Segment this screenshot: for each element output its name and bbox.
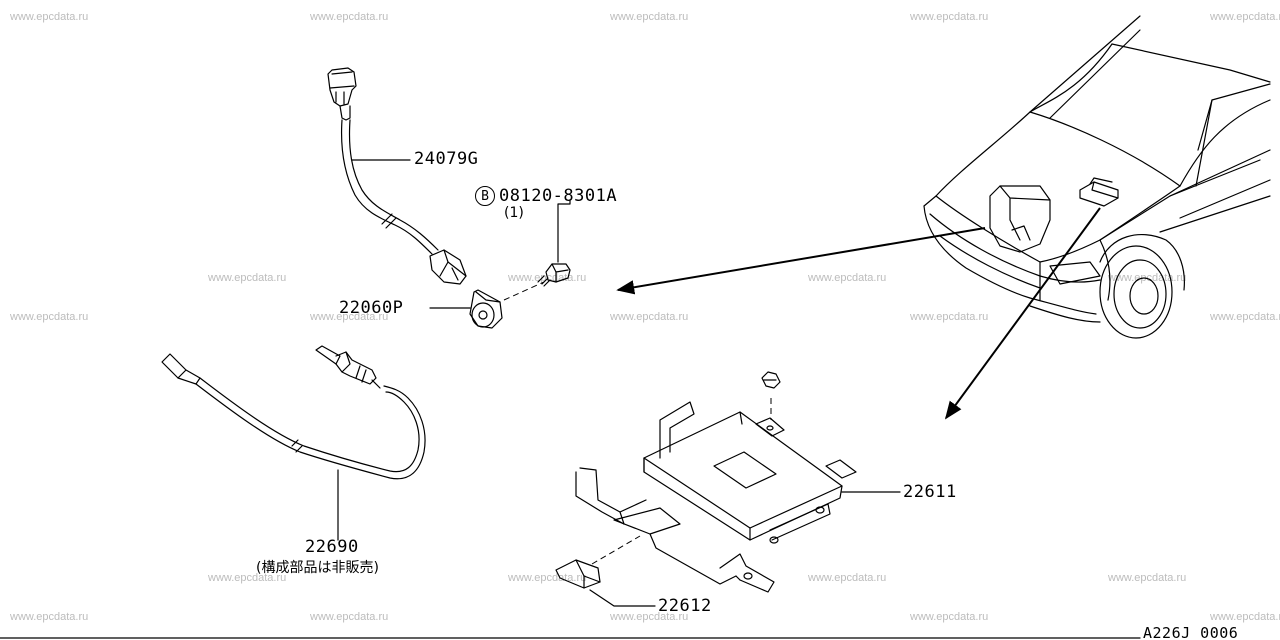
watermark: www.epcdata.ru [10,311,89,323]
location-arrow [616,227,986,295]
watermark: www.epcdata.ru [10,11,89,23]
watermark: www.epcdata.ru [808,572,887,584]
watermark: www.epcdata.ru [910,611,989,623]
part-number-22611[interactable]: 22611 [903,482,957,502]
part-note: (構成部品は非販売) [256,560,379,576]
location-arrow [944,207,1101,420]
watermark: www.epcdata.ru [10,611,89,623]
ecu-unit [575,371,901,593]
watermark: www.epcdata.ru [910,311,989,323]
watermark: www.epcdata.ru [1210,11,1280,23]
diagram-id: A226J 0006 [1143,624,1239,640]
knock-sensor-harness [327,67,467,285]
knock-sensor [429,281,545,329]
watermark: www.epcdata.ru [1210,311,1280,323]
bolt [537,199,571,287]
watermark: www.epcdata.ru [610,311,689,323]
watermark: www.epcdata.ru [808,272,887,284]
watermark: www.epcdata.ru [1108,572,1187,584]
watermark: www.epcdata.ru [910,11,989,23]
vehicle-outline [923,15,1271,339]
part-number-22060P[interactable]: 22060P [339,298,404,318]
part-quantity: (1) [504,205,524,221]
bolt-badge: B [475,186,495,206]
watermark: www.epcdata.ru [310,611,389,623]
watermark: www.epcdata.ru [208,572,287,584]
watermark: www.epcdata.ru [310,311,389,323]
oxygen-sensor [161,345,426,541]
part-number-22690[interactable]: 22690 [305,537,359,557]
part-number-08120-8301A[interactable]: 08120-8301A [499,186,618,206]
ecu-clip [555,535,656,607]
watermark: www.epcdata.ru [610,11,689,23]
watermark: www.epcdata.ru [310,11,389,23]
part-number-24079G[interactable]: 24079G [414,149,479,169]
watermark: www.epcdata.ru [610,611,689,623]
watermark: www.epcdata.ru [208,272,287,284]
part-number-22612[interactable]: 22612 [658,596,712,616]
watermark: www.epcdata.ru [1210,611,1280,623]
